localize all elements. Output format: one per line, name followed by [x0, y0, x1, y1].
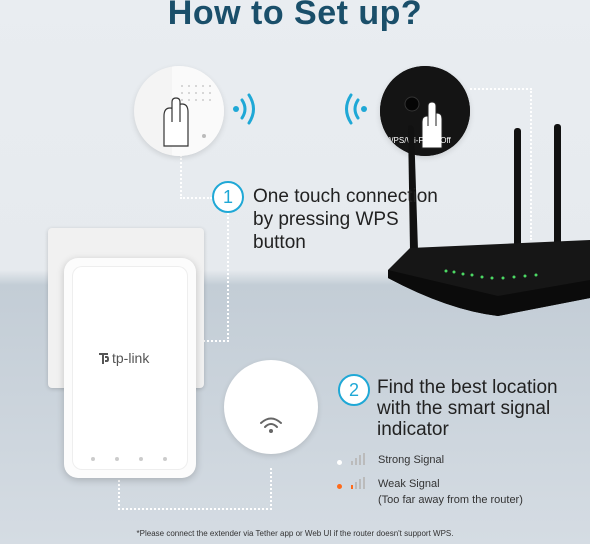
- router-status-leds: [444, 269, 538, 280]
- tplink-logo-icon: [99, 352, 109, 364]
- range-extender: tp-link: [64, 258, 196, 478]
- step-2-text: Find the best location with the smart si…: [377, 377, 558, 440]
- wifi-waves-right-icon: [233, 93, 255, 125]
- weak-signal-label: Weak Signal: [378, 478, 440, 490]
- wifi-icon: [260, 417, 282, 433]
- step-1-text: One touch connection by pressing WPS but…: [253, 185, 438, 254]
- signal-led-closeup: [224, 360, 318, 454]
- extender-wps-closeup: [134, 66, 224, 156]
- connector-step1-extender: [203, 210, 229, 342]
- signal-bars-icon: [351, 453, 365, 465]
- hand-press-icon: [163, 66, 224, 156]
- connector-extender-top: [180, 155, 212, 199]
- strong-signal-dot: [337, 460, 342, 465]
- router-wps-closeup: WPS/Wi-Fi On/Off: [380, 66, 470, 156]
- step-2-badge: 2: [338, 374, 370, 406]
- step-2-line-2: with the smart signal: [377, 398, 551, 419]
- step-1-badge: 1: [212, 181, 244, 213]
- step-2-line-3: indicator: [377, 419, 449, 440]
- extender-brand-logo: tp-link: [98, 350, 149, 366]
- router-button-label: WPS/Wi-Fi On/Off: [386, 136, 451, 145]
- step-1-line-2: by pressing WPS: [253, 209, 399, 230]
- extender-front-panel: [72, 266, 188, 470]
- wifi-waves-left-icon: [345, 93, 367, 125]
- footnote: *Please connect the extender via Tether …: [136, 529, 454, 538]
- extender-led-icons: [91, 457, 167, 461]
- step-1-line-1: One touch connection: [253, 186, 438, 207]
- connector-led-indicator: [118, 468, 272, 510]
- extender-brand-text: tp-link: [112, 350, 150, 366]
- signal-bars-icon: [351, 477, 365, 489]
- step-1-line-3: button: [253, 232, 306, 253]
- weak-signal-detail: (Too far away from the router): [378, 494, 523, 506]
- router-illustration: [388, 124, 590, 316]
- strong-signal-label: Strong Signal: [378, 454, 445, 466]
- hand-press-icon: [380, 66, 470, 156]
- connector-router-top: [470, 88, 532, 240]
- weak-signal-dot: [337, 484, 342, 489]
- page-title: How to Set up?: [167, 0, 423, 32]
- step-2-line-1: Find the best location: [377, 377, 558, 398]
